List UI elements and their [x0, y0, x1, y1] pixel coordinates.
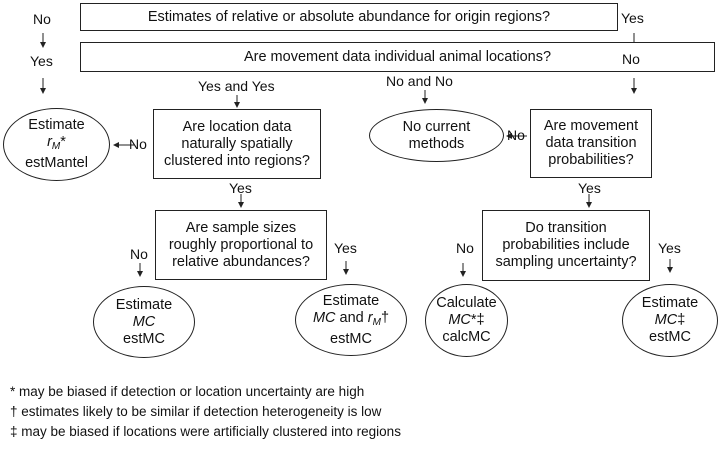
question-line: naturally spatially: [181, 135, 293, 152]
label-q3-no: No: [129, 136, 147, 152]
outcome-function: estMC: [330, 330, 372, 347]
outcome-symbol-line: MC*‡: [448, 312, 485, 328]
outcome-estimate-rm: Estimate rM* estMantel: [3, 108, 110, 181]
question-line: clustered into regions?: [164, 152, 310, 169]
outcome-symbol-line: MC: [132, 313, 156, 330]
label-q5-yes: Yes: [578, 180, 601, 196]
question-origin-abundance-text: Estimates of relative or absolute abunda…: [147, 8, 551, 25]
outcome-line: Estimate: [641, 295, 699, 311]
label-q6-yes: Yes: [658, 240, 681, 256]
outcome-estimate-mc-and-rm: Estimate MC and rM† estMC: [295, 284, 407, 356]
question-line: probabilities?: [548, 152, 634, 168]
footnote-dagger: † estimates likely to be similar if dete…: [10, 404, 382, 419]
question-transition-probabilities: Are movement data transition probabiliti…: [530, 109, 652, 178]
question-line: sampling uncertainty?: [495, 254, 637, 270]
label-q2-no: No: [622, 51, 640, 67]
outcome-function: estMC: [123, 330, 165, 347]
outcome-function: calcMC: [442, 329, 491, 345]
outcome-symbol-line: rM*: [47, 134, 66, 152]
question-line: Are sample sizes: [185, 219, 297, 236]
label-q6-no: No: [456, 240, 474, 256]
label-q5-no: No: [507, 127, 525, 143]
question-line: probabilities include: [502, 237, 630, 253]
outcome-line: Estimate: [115, 296, 173, 313]
outcome-function: estMC: [649, 329, 691, 345]
question-line: roughly proportional to: [168, 236, 314, 253]
outcome-no-current-methods: No current methods: [369, 109, 504, 162]
label-q1-no: No: [33, 11, 51, 27]
outcome-line: No current: [402, 118, 471, 135]
outcome-line: Estimate: [322, 292, 380, 309]
question-sample-sizes: Are sample sizes roughly proportional to…: [155, 210, 327, 280]
question-line: Do transition: [525, 220, 607, 236]
footnote-asterisk: * may be biased if detection or location…: [10, 384, 365, 399]
question-spatially-clustered: Are location data naturally spatially cl…: [153, 109, 321, 179]
outcome-function: estMantel: [25, 155, 88, 171]
outcome-symbol-line: MC‡: [654, 312, 686, 328]
question-individual-locations: Are movement data individual animal loca…: [80, 42, 715, 72]
outcome-estimate-mc-dagger: Estimate MC‡ estMC: [622, 284, 718, 357]
outcome-calculate-mc: Calculate MC*‡ calcMC: [425, 284, 508, 357]
question-line: relative abundances?: [172, 253, 310, 270]
label-no-and-no: No and No: [386, 73, 453, 89]
question-individual-locations-text: Are movement data individual animal loca…: [243, 48, 552, 65]
outcome-line: Calculate: [436, 295, 497, 311]
question-origin-abundance: Estimates of relative or absolute abunda…: [80, 3, 618, 31]
question-line: data transition: [545, 135, 637, 151]
label-yes-and-yes: Yes and Yes: [198, 78, 275, 94]
footnote-double-dagger: ‡ may be biased if locations were artifi…: [10, 424, 401, 439]
outcome-line: Estimate: [28, 117, 85, 133]
label-q4-no: No: [130, 246, 148, 262]
label-q1-yes: Yes: [621, 10, 644, 26]
label-q2-yes: Yes: [30, 53, 53, 69]
outcome-estimate-mc: Estimate MC estMC: [93, 286, 195, 358]
outcome-symbol-line: MC and rM†: [312, 309, 390, 328]
question-line: Are location data: [182, 118, 292, 135]
question-line: Are movement: [543, 118, 639, 134]
label-q4-yes: Yes: [334, 240, 357, 256]
question-sampling-uncertainty: Do transition probabilities include samp…: [482, 210, 650, 281]
outcome-line: methods: [408, 135, 465, 152]
label-q3-yes: Yes: [229, 180, 252, 196]
